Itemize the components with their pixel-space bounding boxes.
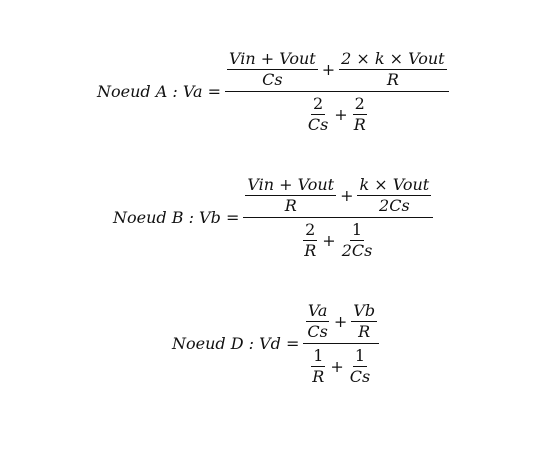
- sub-denominator: Cs: [262, 70, 283, 89]
- sub-fraction: Va Cs: [305, 301, 330, 341]
- main-denominator: 1 R + 1 Cs: [308, 344, 374, 385]
- sub-denominator: R: [358, 322, 371, 341]
- sub-numerator: 2: [352, 94, 367, 115]
- sub-numerator: 2 × k × Vout: [339, 49, 447, 70]
- sub-denominator: 2Cs: [379, 196, 410, 215]
- main-numerator: Vin + Vout R + k × Vout 2Cs: [243, 175, 434, 218]
- sub-numerator: k × Vout: [357, 175, 432, 196]
- sub-denominator: Cs: [307, 115, 329, 134]
- main-fraction: Va Cs + Vb R 1 R + 1 Cs: [303, 301, 380, 385]
- plus-operator: +: [333, 311, 348, 331]
- plus-operator: +: [322, 230, 336, 250]
- sub-denominator: R: [284, 196, 297, 215]
- sub-fraction: 2 × k × Vout R: [339, 49, 447, 89]
- plus-operator: +: [321, 59, 336, 79]
- sub-denominator: R: [353, 115, 366, 134]
- plus-operator: +: [340, 185, 354, 205]
- equation-noeud-b: Noeud B : Vb = Vin + Vout R + k × Vout 2…: [113, 175, 434, 259]
- sub-fraction: 2 Cs: [306, 96, 330, 133]
- sub-numerator: Vb: [351, 301, 378, 322]
- sub-numerator: 2: [303, 220, 318, 241]
- sub-fraction: 1 Cs: [348, 348, 372, 385]
- sub-fraction: Vin + Vout R: [245, 175, 337, 215]
- equation-noeud-d: Noeud D : Vd = Va Cs + Vb R 1 R + 1 Cs: [172, 301, 380, 385]
- equation-noeud-a: Noeud A : Va = Vin + Vout Cs + 2 × k × V…: [97, 51, 449, 133]
- sub-numerator: 1: [349, 220, 365, 241]
- plus-operator: +: [330, 356, 344, 376]
- sub-fraction: 1 R: [310, 348, 326, 385]
- sub-numerator: Vin + Vout: [245, 175, 337, 196]
- sub-fraction: 2 R: [352, 96, 368, 133]
- sub-fraction: 2 R: [302, 222, 318, 259]
- equation-label: Noeud D : Vd =: [172, 334, 300, 353]
- equation-label: Noeud B : Vb =: [113, 208, 240, 227]
- sub-numerator: Va: [305, 301, 330, 322]
- main-numerator: Vin + Vout Cs + 2 × k × Vout R: [224, 49, 449, 92]
- sub-denominator: R: [386, 70, 399, 89]
- main-denominator: 2 R + 1 2Cs: [300, 218, 376, 259]
- sub-numerator: 2: [310, 94, 326, 115]
- sub-denominator: Cs: [307, 322, 328, 341]
- sub-fraction: Vin + Vout Cs: [226, 49, 318, 89]
- sub-numerator: 1: [311, 346, 326, 367]
- sub-denominator: 2Cs: [341, 241, 373, 260]
- sub-fraction: 1 2Cs: [340, 222, 375, 259]
- sub-numerator: 1: [352, 346, 368, 367]
- main-numerator: Va Cs + Vb R: [303, 301, 380, 344]
- plus-operator: +: [334, 104, 348, 124]
- equation-label: Noeud A : Va =: [97, 82, 221, 101]
- sub-fraction: Vb R: [351, 301, 378, 341]
- main-fraction: Vin + Vout Cs + 2 × k × Vout R 2 Cs + 2 …: [224, 49, 449, 133]
- sub-fraction: k × Vout 2Cs: [357, 175, 432, 215]
- sub-numerator: Vin + Vout: [226, 49, 318, 70]
- main-fraction: Vin + Vout R + k × Vout 2Cs 2 R + 1 2Cs: [243, 175, 434, 259]
- main-denominator: 2 Cs + 2 R: [304, 92, 370, 133]
- sub-denominator: Cs: [349, 367, 371, 386]
- sub-denominator: R: [312, 367, 325, 386]
- sub-denominator: R: [304, 241, 317, 260]
